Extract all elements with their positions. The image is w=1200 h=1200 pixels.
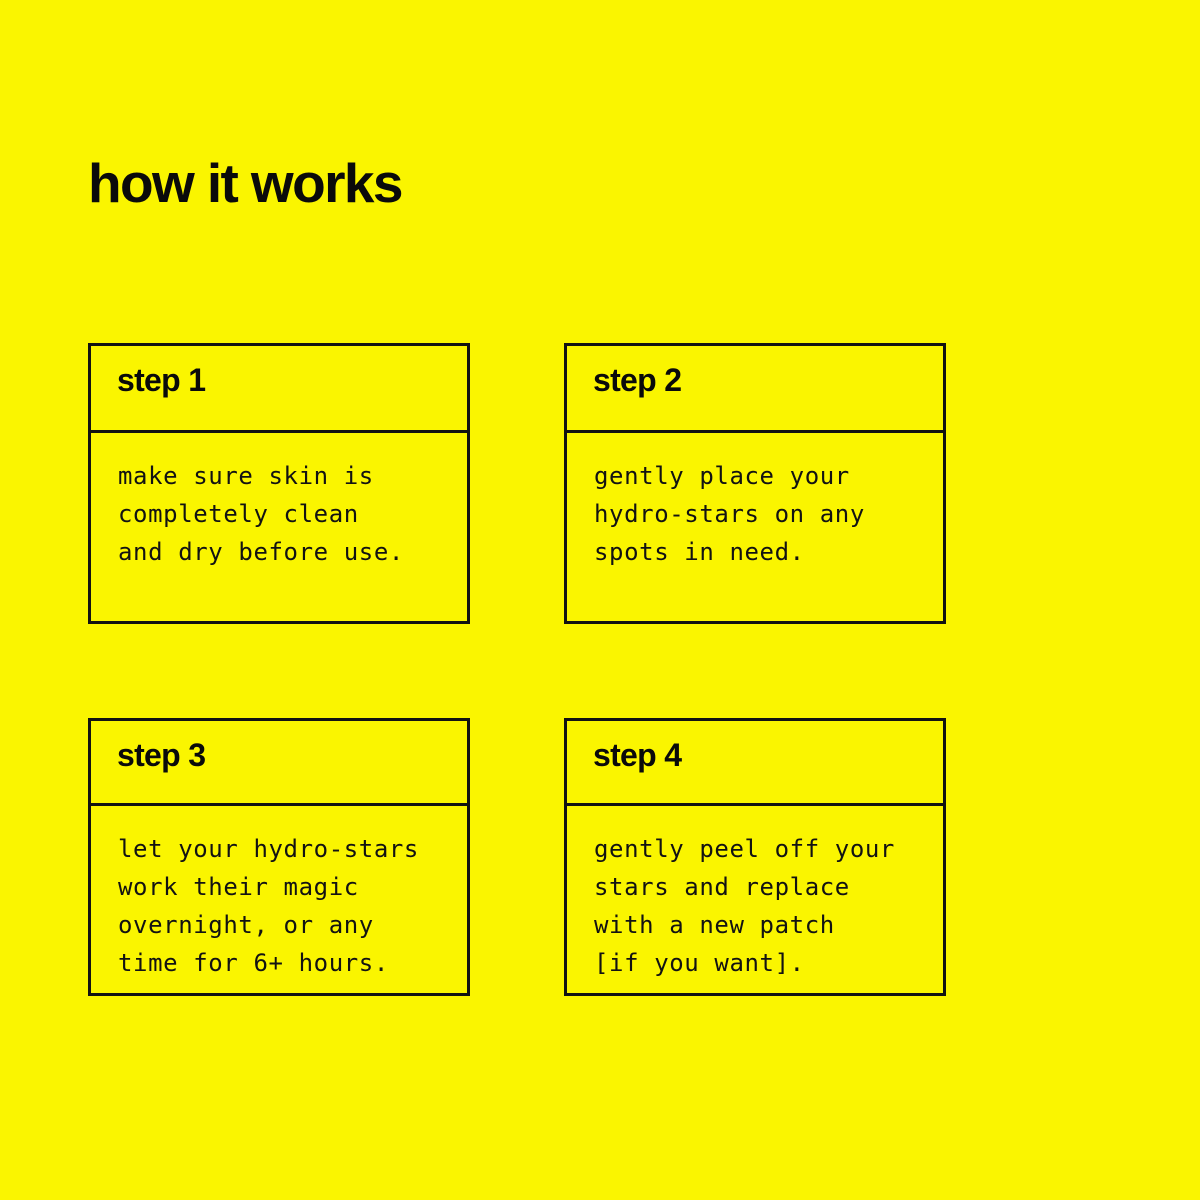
step-card-3-body: let your hydro-stars work their magic ov…	[91, 806, 467, 993]
step-card-1-text: make sure skin is completely clean and d…	[118, 462, 404, 566]
step-card-4-header: step 4	[567, 721, 943, 806]
steps-grid: step 1 make sure skin is completely clea…	[88, 343, 946, 996]
step-card-1-body: make sure skin is completely clean and d…	[91, 433, 467, 621]
step-card-4-body: gently peel off your stars and replace w…	[567, 806, 943, 993]
step-card-3-title: step 3	[117, 737, 206, 773]
steps-row-2: step 3 let your hydro-stars work their m…	[88, 718, 946, 996]
step-card-2-body: gently place your hydro-stars on any spo…	[567, 433, 943, 621]
step-card-3-header: step 3	[91, 721, 467, 806]
step-card-2-text: gently place your hydro-stars on any spo…	[594, 462, 865, 566]
step-card-1-header: step 1	[91, 346, 467, 433]
step-card-1: step 1 make sure skin is completely clea…	[88, 343, 470, 624]
step-card-2: step 2 gently place your hydro-stars on …	[564, 343, 946, 624]
step-card-3: step 3 let your hydro-stars work their m…	[88, 718, 470, 996]
step-card-4: step 4 gently peel off your stars and re…	[564, 718, 946, 996]
step-card-2-header: step 2	[567, 346, 943, 433]
step-card-1-title: step 1	[117, 362, 206, 398]
step-card-4-title: step 4	[593, 737, 682, 773]
step-card-3-text: let your hydro-stars work their magic ov…	[118, 835, 419, 977]
step-card-4-text: gently peel off your stars and replace w…	[594, 835, 895, 977]
step-card-2-title: step 2	[593, 362, 682, 398]
steps-row-1: step 1 make sure skin is completely clea…	[88, 343, 946, 624]
page-title: how it works	[88, 151, 403, 214]
